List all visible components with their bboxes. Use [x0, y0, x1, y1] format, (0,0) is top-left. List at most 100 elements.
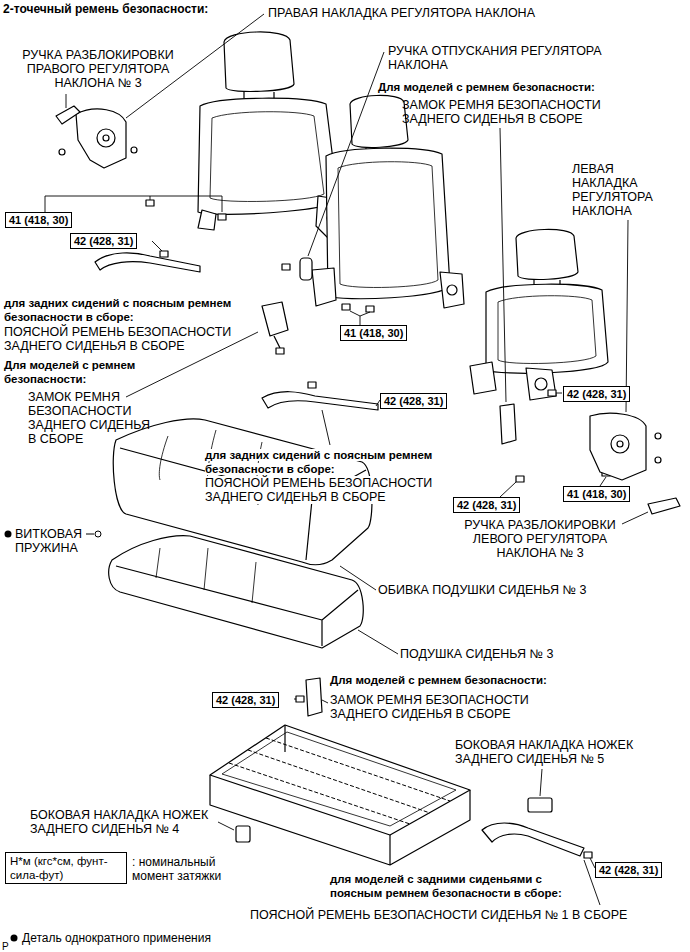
part-name: ВИТКОВАЯ ПРУЖИНА: [15, 527, 82, 555]
seat-back-left: [535, 378, 547, 390]
single-use-dot: [11, 935, 18, 942]
recliner-release-knob: [300, 258, 312, 280]
leader-lines: [622, 512, 648, 524]
part-name: ПОЯСНОЙ РЕМЕНЬ БЕЗОПАСНОСТИ ЗАДНЕГО СИДЕ…: [205, 476, 432, 504]
seat-belt-buckle: [500, 404, 516, 444]
seat-frame: [222, 732, 456, 826]
side-leg-cover: [528, 798, 552, 812]
screw: [655, 433, 661, 439]
label-wrap: БОКОВАЯ НАКЛАДКА НОЖЕК ЗАДНЕГО СИДЕНЬЯ №…: [455, 738, 655, 766]
part-name: РУЧКА ОТПУСКАНИЯ РЕГУЛЯТОРА НАКЛОНА: [388, 44, 602, 72]
bolt: [160, 251, 168, 257]
bolt: [548, 390, 556, 396]
bolt: [366, 306, 374, 312]
bolt: [146, 200, 226, 257]
bolt: [218, 214, 226, 220]
spring-symbol: [95, 531, 101, 537]
leader-lines: [626, 220, 628, 412]
bolt: [584, 852, 592, 858]
bolt: [296, 696, 304, 702]
seat-cushion-pad: [156, 548, 256, 603]
left-recliner-cover: [617, 441, 623, 447]
condition-note: для задних сидений с поясным ремнем безо…: [4, 297, 231, 323]
seat-cushion-pad: [109, 536, 364, 648]
right-release-lever: [56, 106, 80, 124]
leader-lines: [358, 630, 398, 654]
part-name: ЗАМОК РЕМНЯ БЕЗОПАСНОСТИ ЗАДНЕГО СИДЕНЬЯ…: [402, 98, 601, 126]
label-wrap: РУЧКА РАЗБЛОКИРОВКИ ЛЕВОГО РЕГУЛЯТОРА НА…: [450, 518, 630, 560]
spring-symbol: [86, 534, 94, 535]
bolt: [146, 200, 154, 206]
label-wrap: ВИТКОВАЯ ПРУЖИНА: [15, 527, 100, 555]
right-recliner-cover: [103, 135, 109, 141]
unit-legend-box: Н*м (кгс*см, фунт-сила-фут): [5, 852, 127, 884]
torque-value: 42 (428, 31): [384, 394, 443, 408]
torque-value: 42 (428, 31): [599, 863, 658, 877]
torque-value: 41 (418, 30): [344, 326, 403, 340]
figure-code: P: [2, 941, 9, 952]
part-name: ЛЕВАЯ НАКЛАДКА РЕГУЛЯТОРА НАКЛОНА: [572, 162, 653, 218]
label-wrap: Для моделей с ремнем безопасности:: [378, 80, 595, 94]
condition-note: для задних сидений с поясным ремнем безо…: [205, 449, 432, 475]
seat-back-middle: [326, 148, 450, 299]
torque-value: 42 (428, 31): [457, 498, 516, 512]
label-wrap: ОБИВКА ПОДУШКИ СИДЕНЬЯ № 3: [378, 583, 586, 597]
seat-back-left: [526, 368, 556, 400]
diagram-title: 2-точечный ремень безопасности:: [3, 2, 208, 16]
bolt: [308, 382, 316, 388]
torque-value: 42 (428, 31): [567, 387, 626, 401]
torque-box: 41 (418, 30): [563, 486, 630, 502]
label-wrap: : номинальный момент затяжки: [132, 855, 237, 883]
leader-lines: [322, 700, 328, 703]
condition-note: Для моделей с ремнем безопасности:: [378, 81, 595, 93]
side-leg-cover: [236, 826, 250, 842]
parts: [56, 32, 680, 865]
lap-belt: [482, 823, 584, 856]
part-name: ПОЯСНОЙ РЕМЕНЬ БЕЗОПАСНОСТИ СИДЕНЬЯ № 1 …: [250, 908, 627, 922]
part-name: РУЧКА РАЗБЛОКИРОВКИ ПРАВОГО РЕГУЛЯТОРА Н…: [22, 48, 173, 90]
seat-back-left: [498, 296, 596, 364]
leader-lines: [66, 94, 67, 108]
leader-lines: [500, 128, 506, 402]
label-wrap: ПОДУШКА СИДЕНЬЯ № 3: [400, 647, 553, 661]
seat-frame: [229, 738, 450, 824]
bolt: [342, 304, 350, 310]
leader-lines: [294, 699, 296, 700]
leader-lines: [45, 196, 222, 212]
part-name: БОКОВАЯ НАКЛАДКА НОЖЕК ЗАДНЕГО СИДЕНЬЯ №…: [30, 808, 208, 836]
screw: [59, 149, 65, 155]
seat-back-right: [210, 112, 324, 202]
left-recliner-cover: [590, 413, 646, 480]
seat-belt-buckle: [274, 336, 280, 348]
legend-text: : номинальный момент затяжки: [132, 855, 221, 883]
seat-back-middle: [312, 268, 336, 306]
label-wrap: ПОЯСНОЙ РЕМЕНЬ БЕЗОПАСНОСТИ ЗАДНЕГО СИДЕ…: [205, 476, 445, 504]
leader-lines: [556, 393, 562, 394]
seat-back-middle: [447, 285, 457, 295]
torque-box: 41 (418, 30): [5, 212, 72, 228]
leader-lines: [308, 52, 384, 256]
label-wrap: Деталь однократного применения: [22, 931, 211, 945]
seat-back-middle: [440, 272, 464, 308]
seat-belt-buckle: [306, 678, 322, 716]
label-wrap: Для моделей с ремнем безопасности:: [4, 358, 154, 386]
label-wrap: ПРАВАЯ НАКЛАДКА РЕГУЛЯТОРА НАКЛОНА: [268, 6, 535, 20]
seat-back-middle: [312, 95, 464, 308]
leader-lines: [500, 482, 516, 497]
part-name: ПРАВАЯ НАКЛАДКА РЕГУЛЯТОРА НАКЛОНА: [268, 6, 535, 20]
torque-box: 42 (428, 31): [563, 386, 630, 402]
seat-back-middle: [338, 162, 438, 288]
seat-cushion-pad: [109, 536, 364, 648]
leader-lines: [45, 14, 648, 905]
torque-value: 41 (418, 30): [9, 213, 68, 227]
seat-belt-buckle: [262, 302, 288, 354]
torque-box: 42 (428, 31): [453, 497, 520, 513]
seat-cushion-pad: [116, 566, 358, 646]
bolt: [282, 264, 290, 270]
seat-back-left: [470, 229, 608, 400]
right-recliner-cover: [76, 109, 126, 168]
label-wrap: 2-точечный ремень безопасности:: [3, 2, 208, 16]
label-wrap: ЗАМОК РЕМНЯ БЕЗОПАСНОСТИ ЗАДНЕГО СИДЕНЬЯ…: [330, 693, 550, 721]
right-recliner-cover: [76, 109, 126, 168]
screw: [59, 147, 137, 155]
